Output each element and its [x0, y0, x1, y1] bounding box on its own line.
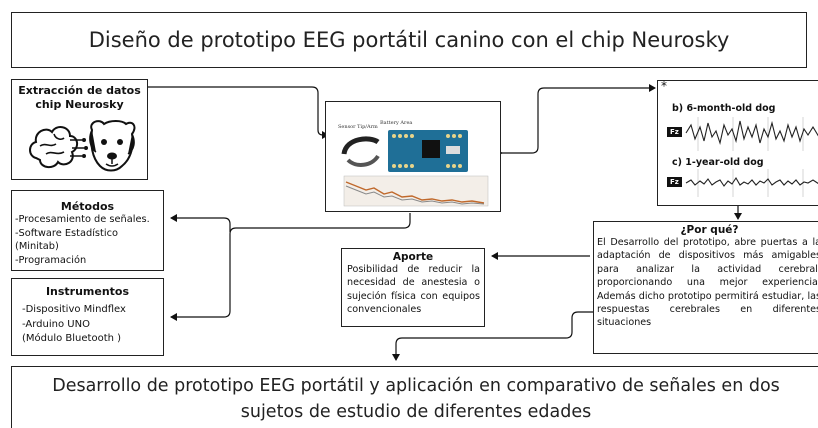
- instrumentos-item: -Dispositivo Mindflex: [22, 304, 126, 315]
- prototype-image-box: Sensor Tip/Arm Battery Area: [325, 101, 501, 212]
- metodos-item: (Minitab): [15, 241, 59, 253]
- title-box: Diseño de prototipo EEG portátil canino …: [11, 12, 807, 68]
- eeg-channel-fz-b: Fz: [667, 127, 682, 137]
- conclusion-box: Desarrollo de prototipo EEG portátil y a…: [11, 366, 818, 428]
- metodos-list: -Procesamiento de señales. -Software Est…: [12, 213, 163, 267]
- arrow-image-metodos: [170, 213, 411, 321]
- eeg-traces: [685, 117, 818, 197]
- conclusion-line2: sujetos de estudio de diferentes edades: [240, 402, 592, 422]
- instrumentos-item: (Módulo Bluetooth ): [22, 333, 122, 344]
- instrumentos-heading: Instrumentos: [45, 285, 130, 298]
- metodos-item: -Programación: [15, 254, 87, 266]
- extraccion-heading-line2: chip Neurosky: [35, 98, 124, 111]
- arrow-porque-bottom: [392, 311, 593, 361]
- porque-box: ¿Por qué? El Desarrollo del prototipo, a…: [593, 221, 818, 354]
- prototype-image: Sensor Tip/Arm Battery Area: [338, 120, 489, 207]
- eeg-asterisk: *: [661, 79, 667, 93]
- arrow-image-eeg: [496, 84, 656, 157]
- arrow-branch-metodos: [170, 214, 231, 232]
- extraccion-box: Extracción de datos chip Neurosky: [11, 79, 148, 180]
- instrumentos-box: Instrumentos -Dispositivo Mindflex -Ardu…: [11, 278, 164, 356]
- extraccion-heading-line1: Extracción de datos: [18, 84, 141, 97]
- extraccion-heading: Extracción de datos chip Neurosky: [12, 84, 147, 112]
- eeg-channel-fz-c: Fz: [667, 177, 682, 187]
- metodos-item: -Software Estadístico: [15, 227, 118, 239]
- aporte-box: Aporte Posibilidad de reducir la necesid…: [341, 248, 485, 327]
- instrumentos-list: -Dispositivo Mindflex -Arduino UNO (Módu…: [12, 303, 163, 347]
- eeg-label-1-year: c) 1-year-old dog: [672, 157, 764, 168]
- porque-text: El Desarrollo del prototipo, abre puerta…: [597, 237, 818, 329]
- metodos-item: -Procesamiento de señales.: [15, 214, 150, 225]
- conclusion-text: Desarrollo de prototipo EEG portátil y a…: [12, 367, 818, 425]
- aporte-heading: Aporte: [392, 251, 434, 263]
- eeg-panel-box: * b) 6-month-old dog Fz c) 1-year-old do…: [657, 79, 818, 206]
- metodos-box: Métodos -Procesamiento de señales. -Soft…: [11, 190, 164, 271]
- conclusion-line1: Desarrollo de prototipo EEG portátil y a…: [52, 376, 780, 396]
- diagram-title: Diseño de prototipo EEG portátil canino …: [88, 28, 730, 52]
- brain-dog-icon: [29, 120, 136, 172]
- eeg-label-6-month: b) 6-month-old dog: [672, 103, 776, 114]
- sensor-label: Sensor Tip/Arm: [338, 124, 378, 130]
- aporte-text: Posibilidad de reducir la necesidad de a…: [347, 264, 480, 316]
- porque-heading: ¿Por qué?: [680, 224, 739, 236]
- instrumentos-item: -Arduino UNO: [22, 318, 90, 330]
- arrow-extraccion-image: [142, 83, 329, 139]
- metodos-heading: Métodos: [60, 200, 115, 213]
- eeg-trace-1-year: [685, 176, 818, 187]
- battery-label: Battery Area: [380, 120, 412, 126]
- eeg-trace-6-month: [685, 120, 818, 146]
